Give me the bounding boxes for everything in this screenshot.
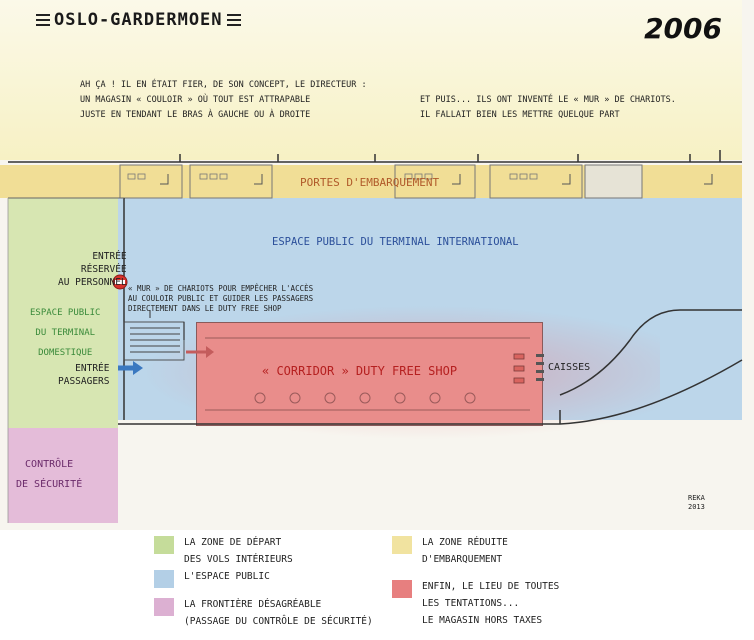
legend-line: LE MAGASIN HORS TAXES xyxy=(422,615,543,626)
legend-line: (PASSAGE DU CONTRÔLE DE SÉCURITÉ) xyxy=(184,616,373,627)
drawing-paper xyxy=(0,0,754,530)
dutyfree-label: « CORRIDOR » DUTY FREE SHOP xyxy=(262,364,458,378)
director-note-line: UN MAGASIN « COULOIR » OÙ TOUT EST ATTRA… xyxy=(80,95,311,105)
domestic-public-label: ESPACE PUBLIC DU TERMINAL DOMESTIQUE xyxy=(30,303,100,363)
security-label-line: DE SÉCURITÉ xyxy=(16,479,83,490)
legend-text-pink: LA FRONTIÈRE DÉSAGRÉABLE (PASSAGE DU CON… xyxy=(184,596,373,630)
legend-item-green: LA ZONE DE DÉPART DES VOLS INTÉRIEURS xyxy=(154,534,293,568)
signature-name: REKA xyxy=(688,494,705,502)
passenger-entry-label: ENTRÉE PASSAGERS xyxy=(58,362,109,388)
trolley-wall-note: « MUR » DE CHARIOTS POUR EMPÊCHER L'ACCÈ… xyxy=(128,284,313,314)
legend-item-pink: LA FRONTIÈRE DÉSAGRÉABLE (PASSAGE DU CON… xyxy=(154,596,373,630)
legend-swatch-pink xyxy=(154,598,174,616)
legend-swatch-blue xyxy=(154,570,174,588)
director-note: AH ÇA ! IL EN ÉTAIT FIER, DE SON CONCEPT… xyxy=(80,78,367,123)
staff-entry-line: RÉSERVÉE xyxy=(80,264,127,275)
security-label-line: CONTRÔLE xyxy=(25,459,74,470)
apron-area xyxy=(118,425,742,525)
domestic-public-line: DOMESTIQUE xyxy=(38,348,93,358)
trolley-wall-note-line: « MUR » DE CHARIOTS POUR EMPÊCHER L'ACCÈ… xyxy=(128,284,314,293)
title-block: OSLO-GARDERMOEN xyxy=(36,10,241,30)
legend-line: L'ESPACE PUBLIC xyxy=(184,571,270,582)
title-deco-right xyxy=(226,14,241,26)
boarding-zone-background xyxy=(0,0,742,160)
legend-line: LA ZONE RÉDUITE xyxy=(422,537,508,548)
signature-year: 2013 xyxy=(688,503,705,511)
legend-line: D'EMBARQUEMENT xyxy=(422,554,503,565)
legend-line: LA FRONTIÈRE DÉSAGRÉABLE xyxy=(184,599,322,610)
legend-text-yellow: LA ZONE RÉDUITE D'EMBARQUEMENT xyxy=(422,534,508,568)
passenger-entry-line: PASSAGERS xyxy=(58,376,110,387)
legend-item-yellow: LA ZONE RÉDUITE D'EMBARQUEMENT xyxy=(392,534,508,568)
trolley-wall-note-line: DIRECTEMENT DANS LE DUTY FREE SHOP xyxy=(128,304,282,313)
legend-item-blue: L'ESPACE PUBLIC xyxy=(154,568,270,588)
legend-line: LES TENTATIONS... xyxy=(422,598,520,609)
title-deco-left xyxy=(36,14,50,26)
legend-line: ENFIN, LE LIEU DE TOUTES xyxy=(422,581,560,592)
trolley-note-line: IL FALLAIT BIEN LES METTRE QUELQUE PART xyxy=(420,110,620,120)
dutyfree-corridor-shop xyxy=(196,322,543,426)
signature: REKA 2013 xyxy=(688,494,705,512)
legend-swatch-red xyxy=(392,580,412,598)
legend-text-green: LA ZONE DE DÉPART DES VOLS INTÉRIEURS xyxy=(184,534,293,568)
trolley-note-line: ET PUIS... ILS ONT INVENTÉ LE « MUR » DE… xyxy=(420,95,676,105)
domestic-public-line: ESPACE PUBLIC xyxy=(30,308,101,318)
page-title: OSLO-GARDERMOEN xyxy=(54,10,223,30)
legend-text-red: ENFIN, LE LIEU DE TOUTES LES TENTATIONS.… xyxy=(422,578,559,629)
legend-swatch-green xyxy=(154,536,174,554)
gates-label: PORTES D'EMBARQUEMENT xyxy=(300,176,440,189)
security-label: CONTRÔLE DE SÉCURITÉ xyxy=(16,455,82,495)
trolley-wall-note-line: AU COULOIR PUBLIC ET GUIDER LES PASSAGER… xyxy=(128,294,314,303)
legend-item-red: ENFIN, LE LIEU DE TOUTES LES TENTATIONS.… xyxy=(392,578,559,629)
cashiers-label: CAISSES xyxy=(548,362,591,373)
legend-text-blue: L'ESPACE PUBLIC xyxy=(184,568,270,585)
floorplan-lines xyxy=(7,150,743,523)
domestic-public-line: DU TERMINAL xyxy=(35,328,96,338)
passenger-entry-line: ENTRÉE xyxy=(75,363,110,374)
international-public-label: ESPACE PUBLIC DU TERMINAL INTERNATIONAL xyxy=(272,236,519,248)
legend-swatch-yellow xyxy=(392,536,412,554)
staff-entry-line: ENTRÉE xyxy=(92,251,127,262)
domestic-public-area xyxy=(8,198,118,428)
year-label: 2006 xyxy=(644,12,722,45)
trolley-note: ET PUIS... ILS ONT INVENTÉ LE « MUR » DE… xyxy=(420,93,676,123)
director-note-line: AH ÇA ! IL EN ÉTAIT FIER, DE SON CONCEPT… xyxy=(80,80,367,90)
director-note-line: JUSTE EN TENDANT LE BRAS À GAUCHE OU À D… xyxy=(80,110,311,120)
security-control-area xyxy=(8,428,118,523)
legend-line: LA ZONE DE DÉPART xyxy=(184,537,282,548)
legend-line: DES VOLS INTÉRIEURS xyxy=(184,554,293,565)
staff-entry-line: AU PERSONNEL xyxy=(58,277,127,288)
staff-entry-label: ENTRÉE RÉSERVÉE AU PERSONNEL xyxy=(58,250,127,289)
